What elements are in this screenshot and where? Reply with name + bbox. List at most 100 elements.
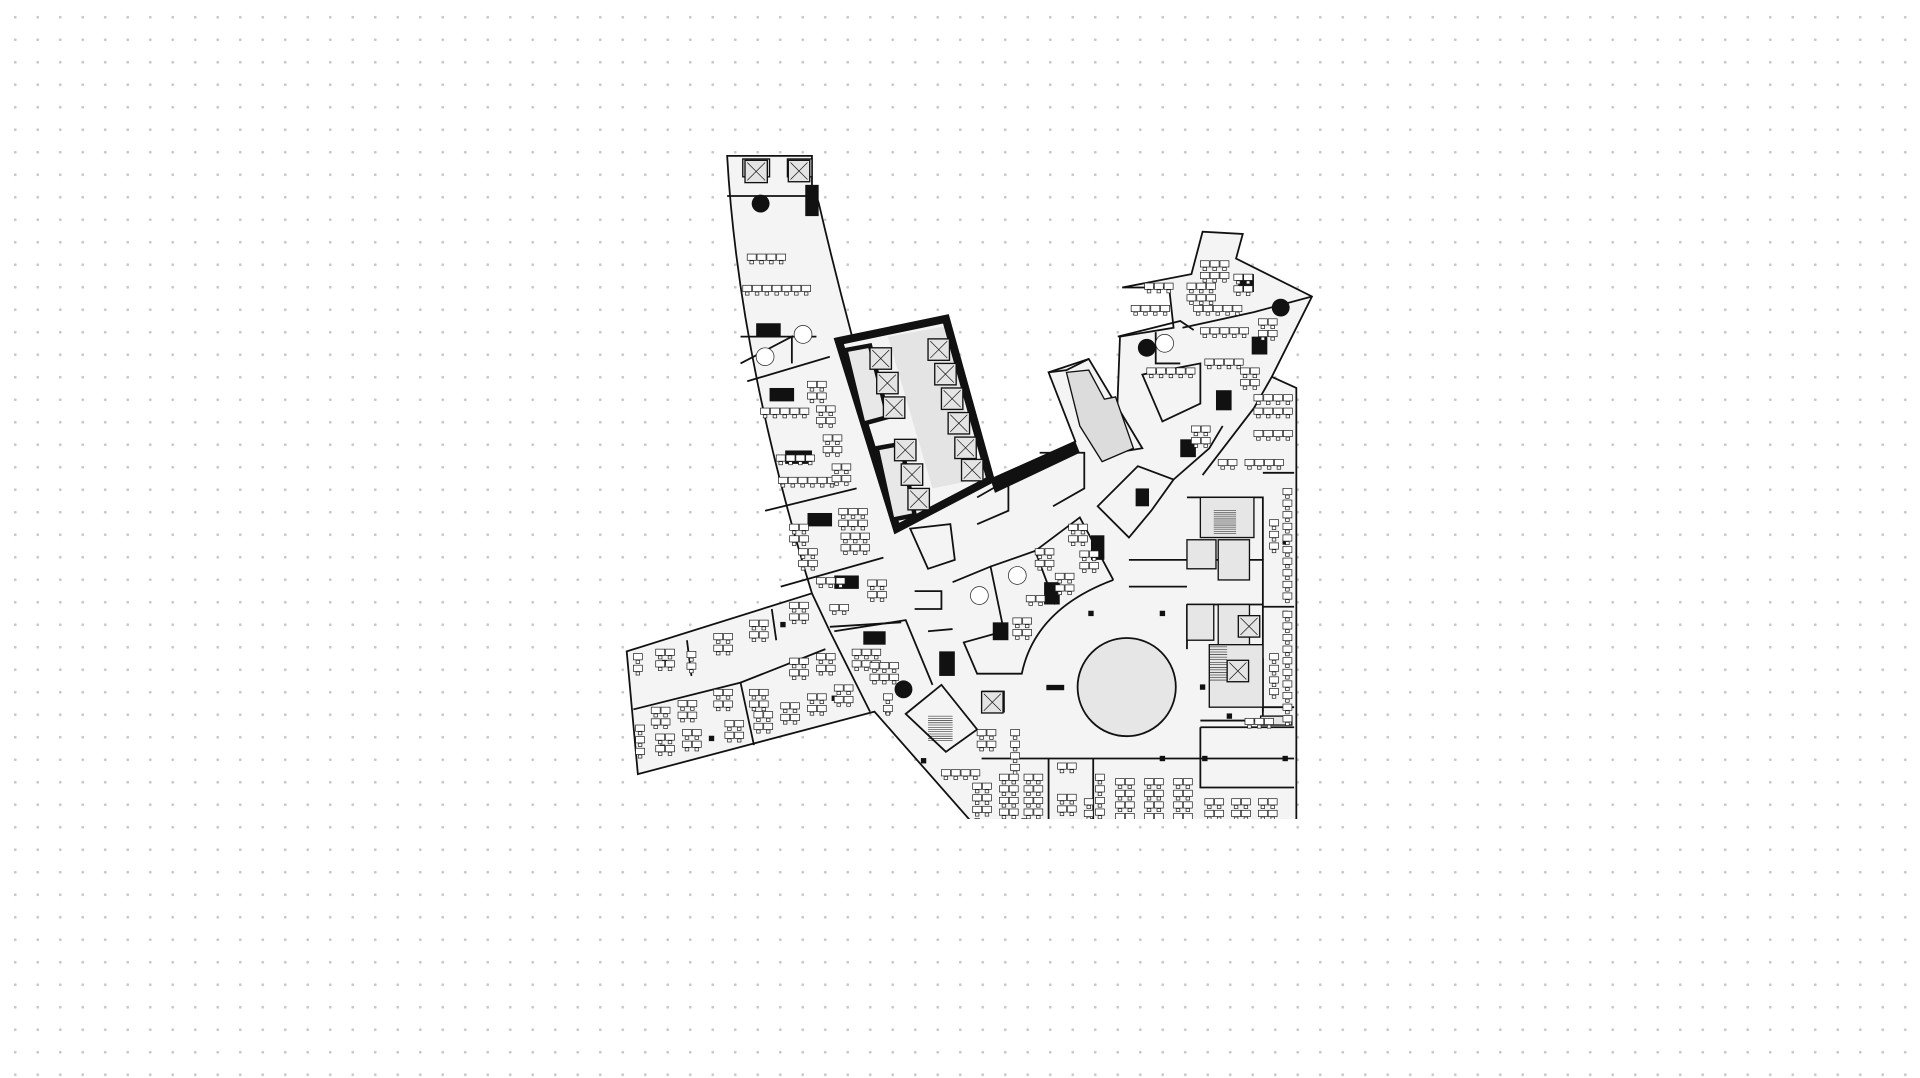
chair-icon [1117,808,1123,812]
desk-icon [1209,272,1220,279]
desk-icon [1083,809,1094,817]
chair-icon [1285,722,1290,726]
desk-icon [1243,273,1253,281]
chair-icon [1271,671,1277,676]
desk-icon [851,648,862,656]
room [1065,369,1135,463]
desk-icon [1183,801,1193,809]
desk-icon [816,405,826,413]
desk-icon [1244,717,1255,725]
chair-icon [1038,601,1043,606]
column-icon [894,680,913,699]
desk-icon [838,519,849,527]
desk-icon [1263,407,1274,415]
desk-icon [869,673,880,681]
chair-icon [1285,401,1290,405]
desk-icon [1282,715,1293,723]
desk-icon [1212,305,1223,312]
desk-icon [1253,394,1264,402]
chair-icon [1070,542,1076,546]
desk-icon [801,284,811,292]
chair-icon [751,707,757,712]
chair-icon [828,671,833,676]
desk-icon [1173,778,1183,786]
chair-icon [794,291,799,296]
chair-icon [762,414,768,419]
desk-icon [831,475,842,483]
desk-icon [1115,801,1125,809]
desk-icon [832,434,843,442]
chair-icon [1202,334,1207,338]
elevator-icon [1229,662,1247,680]
desk-icon [1199,327,1210,335]
desk-icon [1209,260,1220,268]
chair-icon [1012,735,1018,740]
chair-icon [1271,526,1277,530]
desk-icon [713,644,724,652]
chair-icon [1266,436,1271,441]
chair-icon [784,291,789,296]
desk-icon [1023,773,1034,781]
elevator-icon [909,490,928,508]
desk-icon [861,648,872,656]
desk-icon [986,740,997,748]
chair-icon [1086,816,1091,819]
chair-icon [870,597,875,602]
desk-icon [960,769,971,777]
chair-icon [1226,365,1232,370]
desk-icon [1233,285,1244,293]
chair-icon [635,659,640,664]
desk-icon [1156,367,1166,375]
chair-icon [818,412,824,417]
desk-icon [1023,785,1034,793]
chair-icon [637,742,643,747]
wall [1172,425,1224,481]
desk-icon [723,688,733,696]
desk-icon [807,476,818,484]
chair-icon [891,668,897,673]
round-table-icon [755,347,775,367]
chair-icon [790,483,795,488]
chair-icon [1069,812,1074,817]
chair-icon [791,676,797,680]
desk-icon [1209,327,1220,335]
chair-icon [810,555,815,559]
chair-icon [854,655,859,660]
desk-icon [655,648,665,656]
desk-icon [982,782,992,790]
wall [908,523,956,570]
desk-icon [1282,499,1293,507]
chair-icon [1158,374,1164,379]
desk-icon [816,653,826,661]
desk-icon [791,284,802,292]
desk-icon [999,773,1009,781]
desk-icon [840,532,851,540]
chair-icon [1097,780,1103,785]
chair-icon [1036,803,1041,808]
desk-icon [798,559,808,567]
chair-icon [1028,601,1033,606]
column-icon [1137,338,1156,357]
wall [834,619,934,686]
desk-icon [1163,282,1174,290]
desk-icon [1203,305,1213,312]
desk-icon [858,519,868,527]
desk-icon [789,657,799,665]
structural-core [1251,336,1268,355]
desk-icon [1166,367,1176,375]
chair-icon [1242,385,1248,390]
chair-icon [1247,465,1252,470]
column-icon [920,758,927,764]
chair-icon [1080,530,1086,535]
desk-icon [1217,459,1228,467]
desk-icon [1125,778,1135,786]
desk-icon [691,740,702,748]
desk-icon [858,508,868,516]
chair-icon [1067,591,1072,596]
desk-icon [805,454,815,462]
desk-icon [1206,282,1216,290]
chair-icon [850,526,856,531]
desk-icon [1222,305,1233,312]
desk-icon [799,657,809,665]
desk-icon [1267,798,1278,806]
